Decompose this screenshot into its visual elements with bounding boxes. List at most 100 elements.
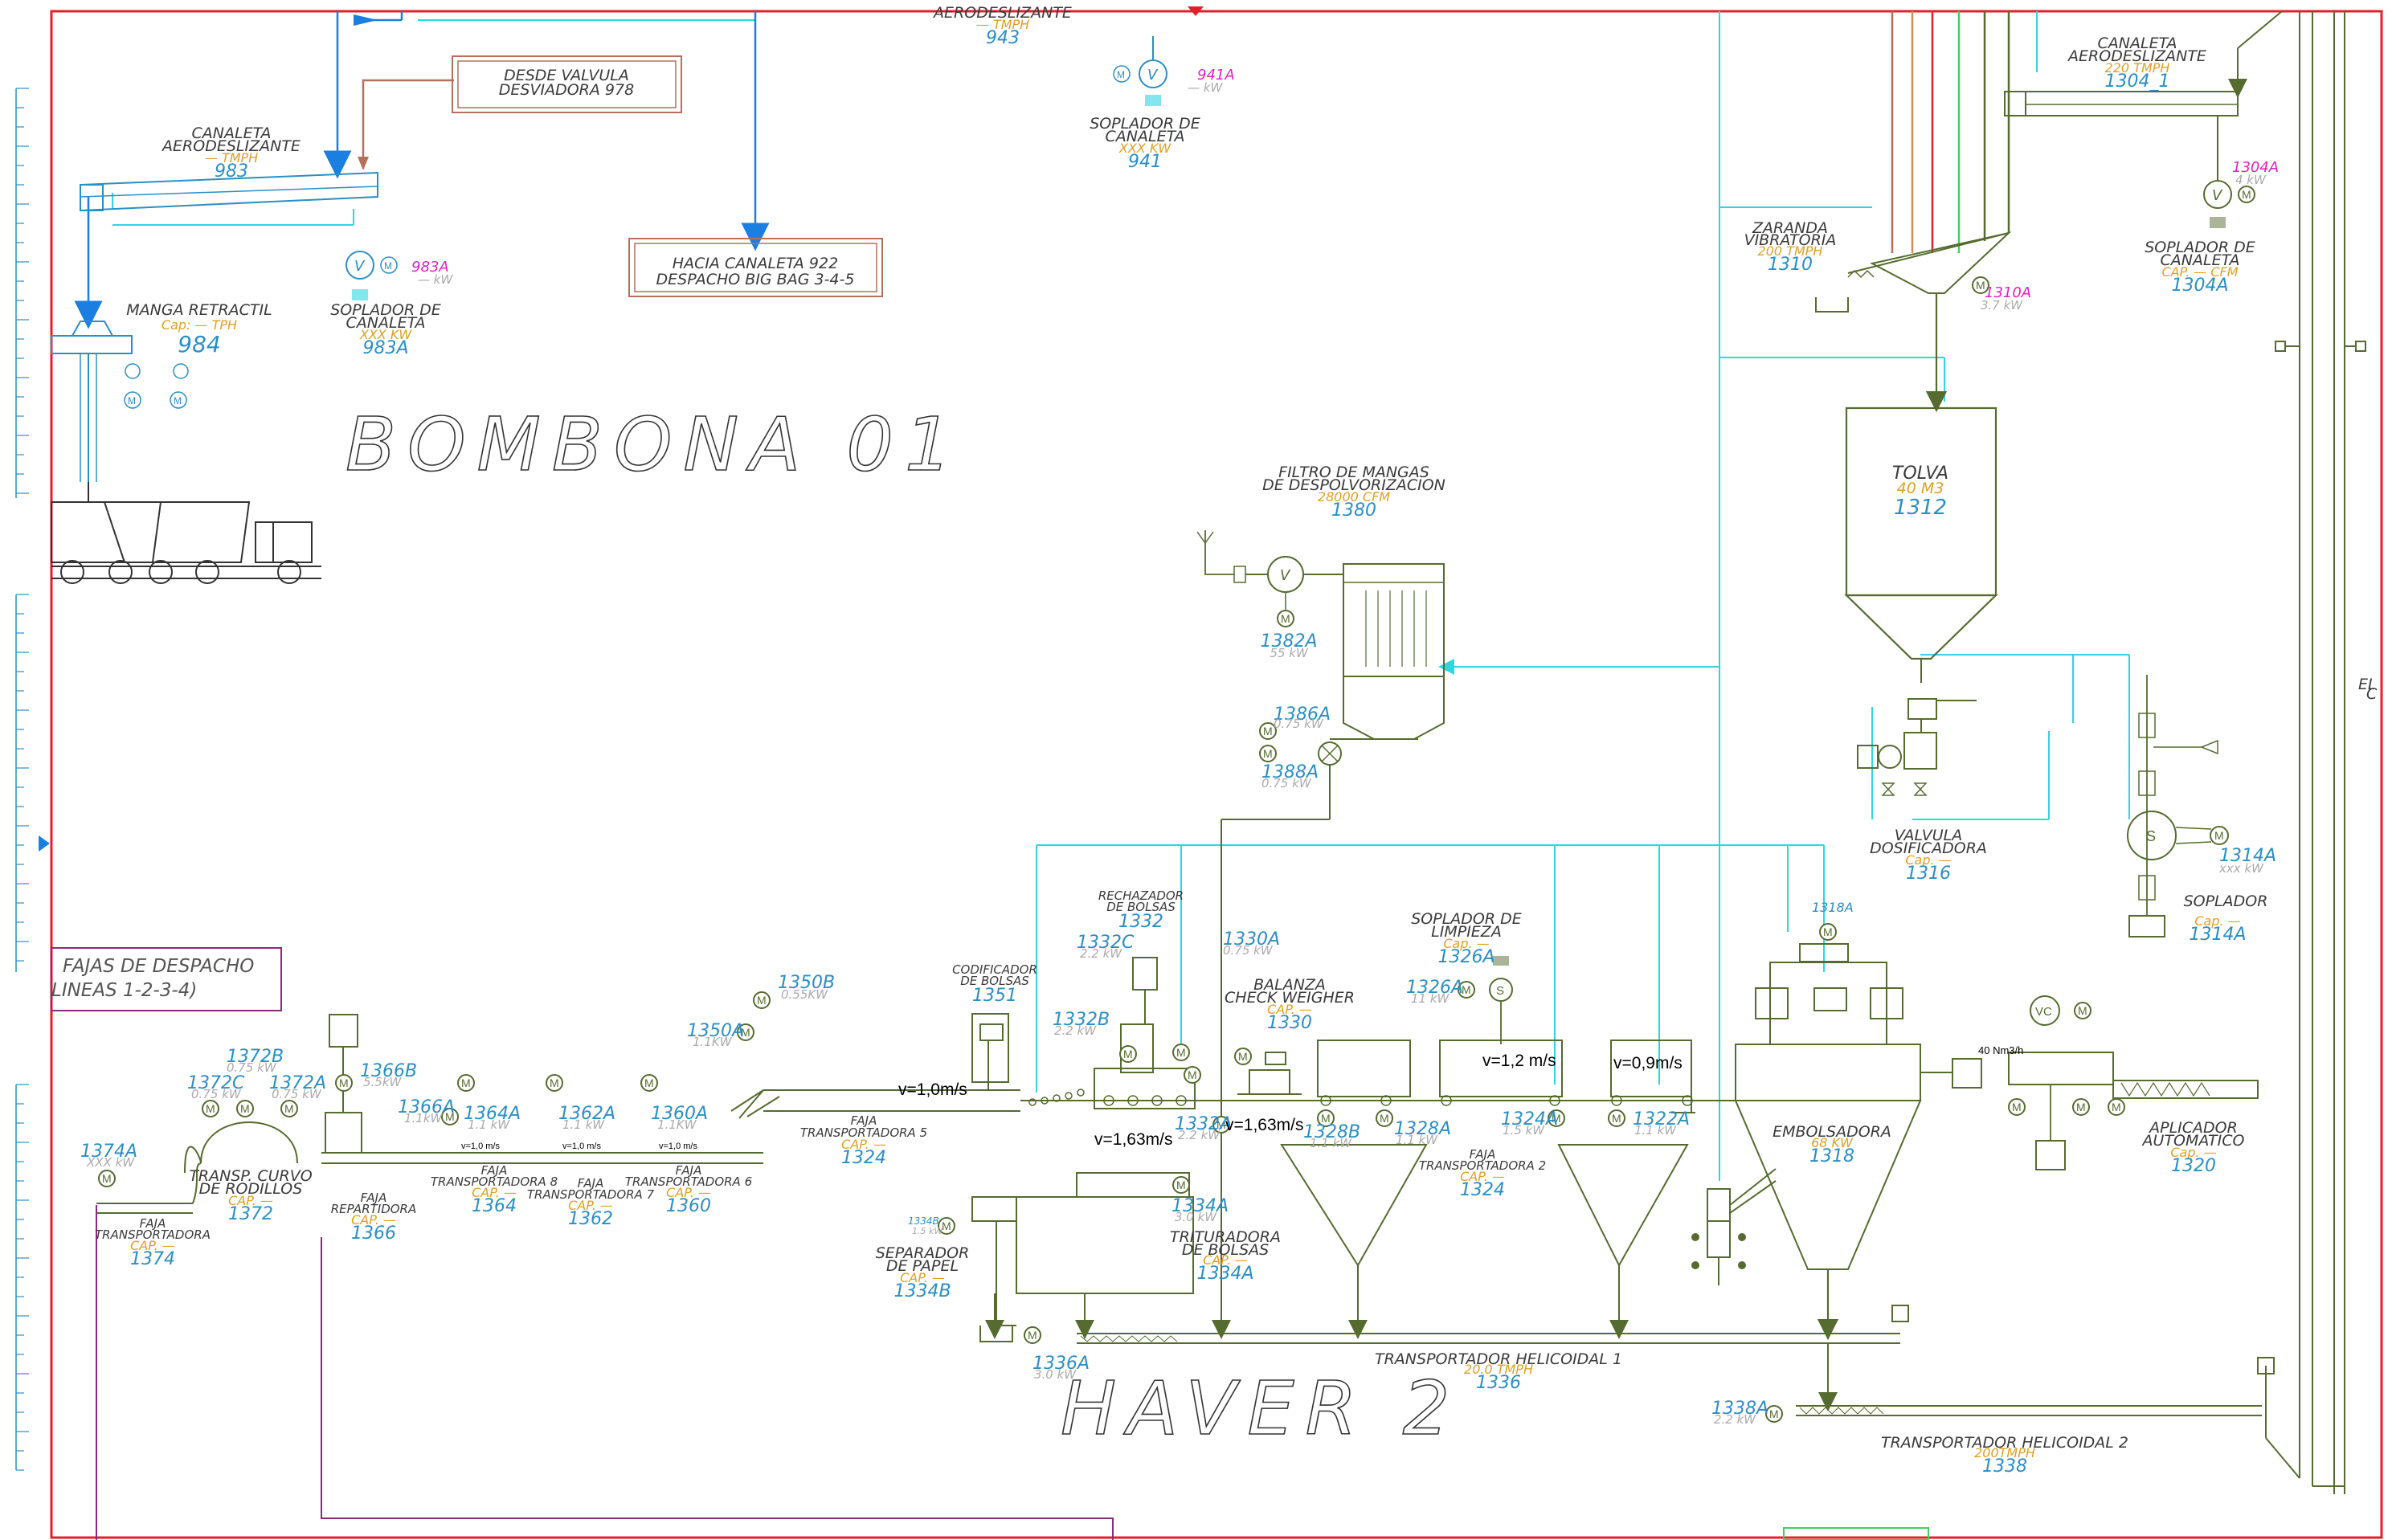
limpieza-mtag: 1326A — [1406, 978, 1463, 998]
small-speed-2: v=1,0 m/s — [562, 1142, 601, 1151]
svg-text:V: V — [2212, 187, 2223, 204]
soplador-1304: V M 1304A 4 kW SOPLADOR DE CANALETA CAP.… — [2145, 116, 2279, 296]
soplador-1314: S M 1314A xxx kW SOPLADOR Cap. — 1314A — [2127, 675, 2276, 945]
svg-text:M: M — [445, 1110, 455, 1123]
separador-mtag: 1334B — [908, 1215, 939, 1227]
aplicador-l1: APLICADOR — [2148, 1119, 2238, 1137]
svg-text:M: M — [942, 1219, 951, 1232]
manga-984-l1: MANGA RETRACTIL — [126, 301, 272, 319]
speed-2: v=1,63m/s — [1094, 1130, 1172, 1149]
m1324a-tag: 1324A — [1501, 1109, 1558, 1129]
canaleta-983-cap: — TMPH — [205, 150, 258, 165]
svg-text:M: M — [1188, 1068, 1197, 1081]
faja6-kw: 1.1KW — [657, 1117, 697, 1132]
hacia-line1: HACIA CANALETA 922 — [673, 255, 838, 272]
helicoidal2-mtag: 1338A — [1711, 1399, 1768, 1419]
m1388-kw: 0.75 kW — [1261, 776, 1312, 790]
svg-text:S: S — [2146, 828, 2156, 844]
repartidora-tag: 1366 — [351, 1223, 396, 1244]
m1372b-tag: 1372B — [227, 1047, 284, 1067]
faja8-cap: CAP. — — [472, 1185, 517, 1200]
faja7-tag: 1362 — [568, 1209, 613, 1229]
filtro-de-mangas: V M M M FILTRO DE MANGAS DE DESPOLVORIZA… — [1196, 464, 1445, 1125]
embolsadora: M 1318A EMBOLSADORA 68 KW 1318 — [1691, 900, 1982, 1341]
rechazador-l1: RECHAZADOR — [1098, 888, 1184, 903]
svg-text:M: M — [102, 1172, 112, 1185]
zaranda-mtag: 1310A — [1985, 284, 2031, 301]
faja6-l2: TRANSPORTADORA 6 — [625, 1174, 752, 1189]
tolva-tag: 1312 — [1894, 496, 1947, 520]
svg-text:M: M — [1823, 925, 1833, 938]
main-line-motors: M M M M M M M M M M M M M — [938, 1044, 1783, 1423]
faja5-cap: CAP. — — [841, 1137, 886, 1152]
soplador-983-tag: 983A — [362, 338, 408, 358]
svg-text:M: M — [2078, 1004, 2087, 1017]
faja7-cap: CAP. — — [568, 1198, 613, 1213]
top-cut-cap: — TMPH — [976, 17, 1029, 32]
faja1374-tag: 1374 — [130, 1249, 175, 1269]
svg-text:M: M — [757, 994, 767, 1007]
m1386-kw: 0.75 kW — [1274, 717, 1324, 731]
soplador-limpieza: S M SOPLADOR DE LIMPIEZA Cap. — 1326A 13… — [1406, 910, 1522, 1044]
valvula-l2: DOSIFICADORA — [1870, 839, 1987, 857]
right-columns — [2265, 11, 2366, 1494]
faja8-l2: TRANSPORTADORA 8 — [431, 1174, 558, 1189]
m1332b-kw: 2.2 kW — [1054, 1023, 1097, 1038]
faja8-mtag: 1364A — [464, 1104, 521, 1124]
zaranda-vibratoria: M ZARANDA VIBRATORIA 200 TMPH 1310 1310A… — [1744, 219, 2031, 413]
green-box-bottom — [1783, 1527, 1929, 1540]
svg-text:M: M — [240, 1102, 250, 1115]
zaranda-feeds — [1891, 11, 2010, 253]
left-conveyors — [96, 1014, 764, 1214]
curvo-l2: DE RODILLOS — [199, 1180, 303, 1198]
soplador-1314-tag: 1314A — [2189, 925, 2246, 945]
svg-text:M: M — [644, 1076, 654, 1089]
zaranda-cap: 200 TMPH — [1758, 243, 1823, 259]
desde-line2: DESVIADORA 978 — [499, 81, 634, 99]
m1372a-kw: 0.75 kW — [272, 1087, 322, 1101]
embolsadora-tag: 1318 — [1809, 1146, 1854, 1166]
fajas-box: FAJAS DE DESPACHO LINEAS 1-2-3-4) — [51, 947, 282, 1011]
brown-arrow — [358, 157, 369, 170]
svg-text:M: M — [1380, 1112, 1389, 1125]
tolva-cap: 40 M3 — [1897, 480, 1944, 497]
tolva-l1: TOLVA — [1892, 464, 1948, 484]
top-cut-label: AERODESLIZANTE — [932, 4, 1072, 22]
svg-text:M: M — [1281, 612, 1290, 625]
soplador-1304-tag: 1304A — [2171, 276, 2228, 296]
faja1374-l1: FAJA — [140, 1216, 166, 1231]
speed-5: v=0,9m/s — [1613, 1054, 1683, 1072]
canaleta-983-l2: AERODESLIZANTE — [161, 137, 301, 155]
svg-text:M: M — [2214, 829, 2224, 842]
faja1374-l2: TRANSPORTADORA — [95, 1228, 211, 1242]
filtro-l2: DE DESPOLVORIZACION — [1262, 476, 1445, 494]
embolsadora-cap: 68 KW — [1811, 1135, 1854, 1150]
helicoidal2-l1: TRANSPORTADOR HELICOIDAL 2 — [1881, 1434, 2128, 1452]
faja2-cap: CAP. — — [1460, 1169, 1505, 1184]
limpieza-kw: 11 kW — [1411, 991, 1450, 1006]
ruler-ticks — [16, 88, 29, 1471]
left-marker-arrow — [39, 835, 50, 852]
separador-l1: SEPARADOR — [876, 1244, 970, 1262]
m1350b-tag: 1350B — [778, 973, 835, 993]
svg-text:M: M — [384, 260, 392, 272]
canaleta-983: CANALETA AERODESLIZANTE — TMPH 983 — [80, 125, 378, 212]
svg-text:M: M — [2012, 1101, 2022, 1113]
valvula-cap: Cap. — — [1905, 852, 1951, 868]
soplador-983-l1: SOPLADOR DE — [330, 301, 441, 319]
aplicador-tag: 1320 — [2171, 1156, 2216, 1176]
soplador-1314-cap: Cap. — — [2194, 913, 2240, 929]
soplador-941-mtag: 941A — [1197, 67, 1235, 84]
svg-text:M: M — [1117, 69, 1125, 80]
trituradora-l1: TRITURADORA — [1170, 1228, 1281, 1246]
m1328a-tag: 1328A — [1394, 1119, 1451, 1139]
m1328b-tag: 1328B — [1303, 1122, 1360, 1142]
svg-text:V: V — [354, 258, 366, 275]
helicoidal2-tag: 1338 — [1982, 1456, 2027, 1477]
m1382-tag: 1382A — [1260, 631, 1317, 652]
soplador-983: V M 983A — kW SOPLADOR DE CANALETA XXX K… — [330, 251, 453, 358]
right-edge-label: EL — [2358, 676, 2377, 693]
codificador-l1: CODIFICADOR — [952, 962, 1037, 977]
soplador-1304-l2: CANALETA — [2161, 251, 2240, 269]
